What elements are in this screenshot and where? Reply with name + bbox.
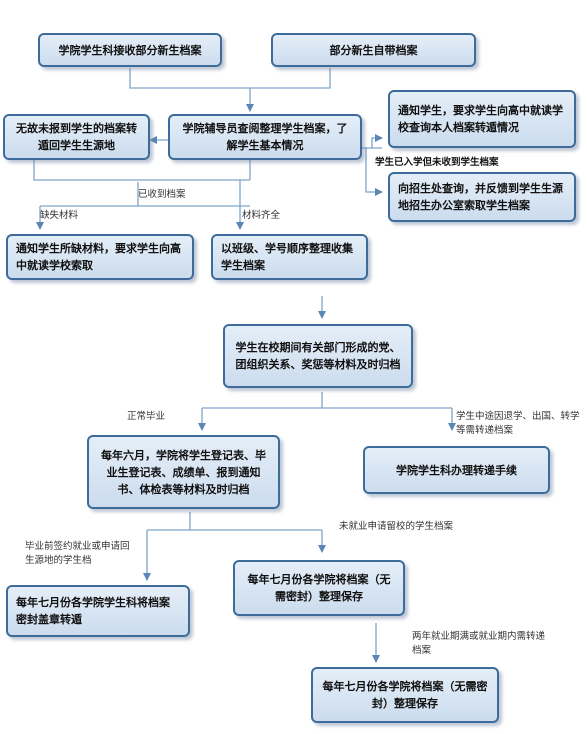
- box-july-unsealed-2-text: 每年七月份各学院将档案（无需密封）整理保存: [322, 680, 488, 710]
- box-june-archive: 每年六月，学院将学生登记表、毕业生登记表、成绩单、报到通知书、体检表等材料及时归…: [87, 435, 280, 509]
- label-two-years: 两年就业期满或就业期内需转递档案: [412, 631, 546, 656]
- box-june-archive-text: 每年六月，学院将学生登记表、毕业生登记表、成绩单、报到通知书、体检表等材料及时归…: [101, 448, 266, 496]
- label-complete: 材料齐全: [242, 210, 281, 221]
- box-self-carry: 部分新生自带档案: [271, 33, 476, 67]
- box-notify-missing: 通知学生所缺材料，要求学生向高中就读学校索取: [6, 234, 194, 280]
- box-july-unsealed-1: 每年七月份各学院将档案（无需密封）整理保存: [233, 560, 405, 616]
- box-transfer-procedure-text: 学院学生科办理转递手续: [396, 463, 517, 477]
- box-receive-files-text: 学院学生科接收部分新生档案: [58, 43, 202, 57]
- label-signed-job: 毕业前签约就业或申请回生源地的学生档: [25, 541, 130, 566]
- box-no-report-return-text: 无故未报到学生的档案转遁回学生生源地: [16, 122, 137, 152]
- box-receive-files: 学院学生科接收部分新生档案: [38, 33, 222, 67]
- box-transfer-procedure: 学院学生科办理转递手续: [363, 446, 550, 494]
- box-july-sealed-text: 每年七月份各学院学生科将档案密封盖章转遁: [16, 596, 170, 626]
- box-notify-missing-text: 通知学生所缺材料，要求学生向高中就读学校索取: [16, 242, 181, 272]
- box-counselor-review-text: 学院辅导员查阅整理学生档案，了解学生基本情况: [182, 122, 348, 152]
- box-enrollment-office-text: 向招生处查询，并反馈到学生生源地招生办公室索取学生档案: [398, 182, 563, 212]
- box-notify-high-school-text: 通知学生，要求学生向高中就读学校查询本人档案转遁情况: [398, 104, 563, 134]
- box-notify-high-school: 通知学生，要求学生向高中就读学校查询本人档案转遁情况: [388, 90, 576, 148]
- box-july-unsealed-1-text: 每年七月份各学院将档案（无需密封）整理保存: [247, 573, 391, 603]
- box-self-carry-text: 部分新生自带档案: [329, 43, 418, 57]
- box-july-unsealed-2: 每年七月份各学院将档案（无需密封）整理保存: [311, 667, 499, 723]
- label-missing: 缺失材料: [40, 210, 79, 221]
- box-enrollment-office: 向招生处查询，并反馈到学生生源地招生办公室索取学生档案: [388, 172, 576, 222]
- box-school-materials-text: 学生在校期间有关部门形成的党、团组织关系、奖惩等材料及时归档: [235, 341, 401, 371]
- label-unemployed-stay: 未就业申请留校的学生档案: [339, 521, 454, 532]
- box-organize-by-class-text: 以班级、学号顺序整理收集学生档案: [221, 242, 353, 272]
- box-counselor-review: 学院辅导员查阅整理学生档案，了解学生基本情况: [168, 114, 362, 160]
- box-organize-by-class: 以班级、学号顺序整理收集学生档案: [211, 234, 368, 280]
- label-not-received: 学生已入学但未收到学生档案: [375, 157, 499, 168]
- box-july-sealed: 每年七月份各学院学生科将档案密封盖章转遁: [6, 585, 190, 637]
- label-received: 已收到档案: [138, 189, 186, 200]
- box-school-materials: 学生在校期间有关部门形成的党、团组织关系、奖惩等材料及时归档: [223, 324, 413, 388]
- label-dropout: 学生中途因退学、出国、转学等需转递档案: [456, 411, 580, 436]
- box-no-report-return: 无故未报到学生的档案转遁回学生生源地: [3, 114, 150, 160]
- label-normal-grad: 正常毕业: [127, 411, 166, 422]
